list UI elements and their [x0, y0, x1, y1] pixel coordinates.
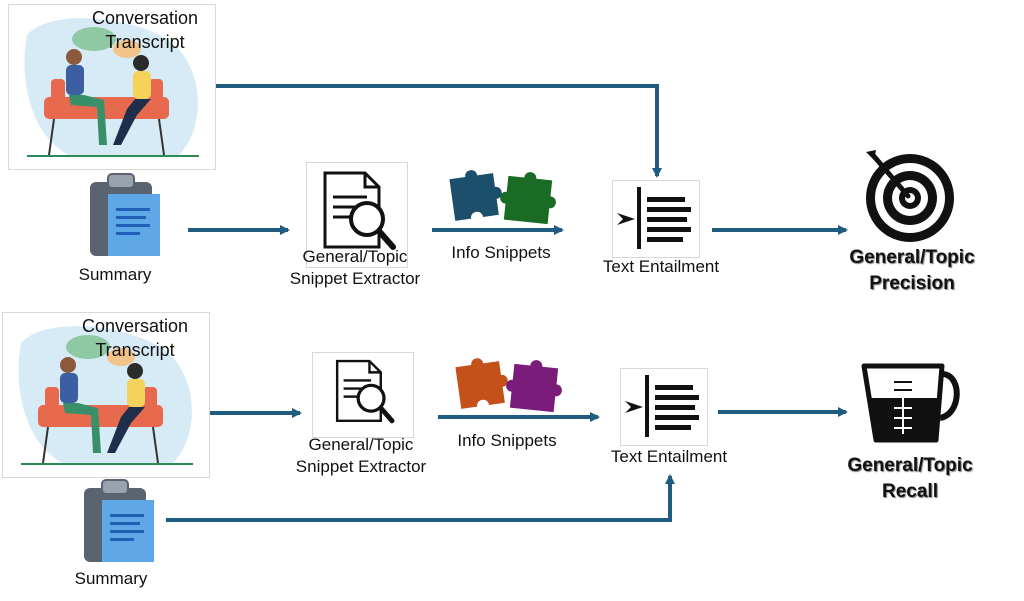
precision-target: [860, 148, 960, 249]
precision-label-line1: General/Topic: [849, 247, 975, 268]
arrow-transcript-to-entailment-top: [215, 84, 662, 178]
extractor-label-bottom-line2: Snippet Extractor: [295, 457, 427, 476]
snippet-extractor-top: [306, 162, 408, 268]
precision-label-line2: Precision: [869, 273, 955, 294]
target-icon: [866, 150, 954, 242]
summary-clipboard-top: [86, 172, 162, 263]
entailment-icon: [617, 187, 691, 249]
summary-label-top: Summary: [78, 265, 152, 284]
transcript-label-bottom-line1: Conversation: [81, 316, 189, 336]
entailment-label-bottom: Text Entailment: [610, 447, 728, 466]
document-magnifier-icon: [323, 171, 396, 250]
snippets-label-top: Info Snippets: [451, 243, 551, 262]
measuring-cup-icon: [861, 363, 960, 443]
summary-clipboard-bottom: [80, 478, 156, 569]
transcript-label-top-line2: Transcript: [105, 32, 185, 52]
recall-measuring-cup: [858, 358, 966, 451]
conversation-image-top: [8, 4, 216, 170]
transcript-label-bottom-line2: Transcript: [95, 340, 175, 360]
recall-label-line1: General/Topic: [847, 455, 973, 476]
extractor-label-top-line2: Snippet Extractor: [289, 269, 421, 288]
clipboard-icon: [84, 479, 154, 562]
extractor-label-bottom-line1: General/Topic: [308, 435, 414, 454]
document-magnifier-icon: [335, 359, 395, 424]
transcript-label-top-line1: Conversation: [91, 8, 199, 28]
text-entailment-bottom: [620, 368, 708, 446]
recall-label-line2: Recall: [882, 481, 938, 502]
extractor-label-top-line1: General/Topic: [302, 247, 408, 266]
arrow-summary-to-entailment-bottom: [166, 474, 675, 522]
puzzle-icon: [449, 170, 556, 225]
puzzle-pieces-top: [448, 166, 558, 231]
conversation-image-bottom: [2, 312, 210, 478]
puzzle-pieces-bottom: [454, 354, 564, 419]
conversation-illustration-icon: [18, 326, 193, 465]
snippet-extractor-bottom: [312, 352, 414, 438]
entailment-label-top: Text Entailment: [602, 257, 720, 276]
snippets-label-bottom: Info Snippets: [457, 431, 557, 450]
conversation-illustration-icon: [24, 18, 199, 157]
entailment-icon: [625, 375, 699, 437]
summary-label-bottom: Summary: [74, 569, 148, 588]
puzzle-icon: [455, 358, 562, 413]
clipboard-icon: [90, 173, 160, 256]
text-entailment-top: [612, 180, 700, 258]
